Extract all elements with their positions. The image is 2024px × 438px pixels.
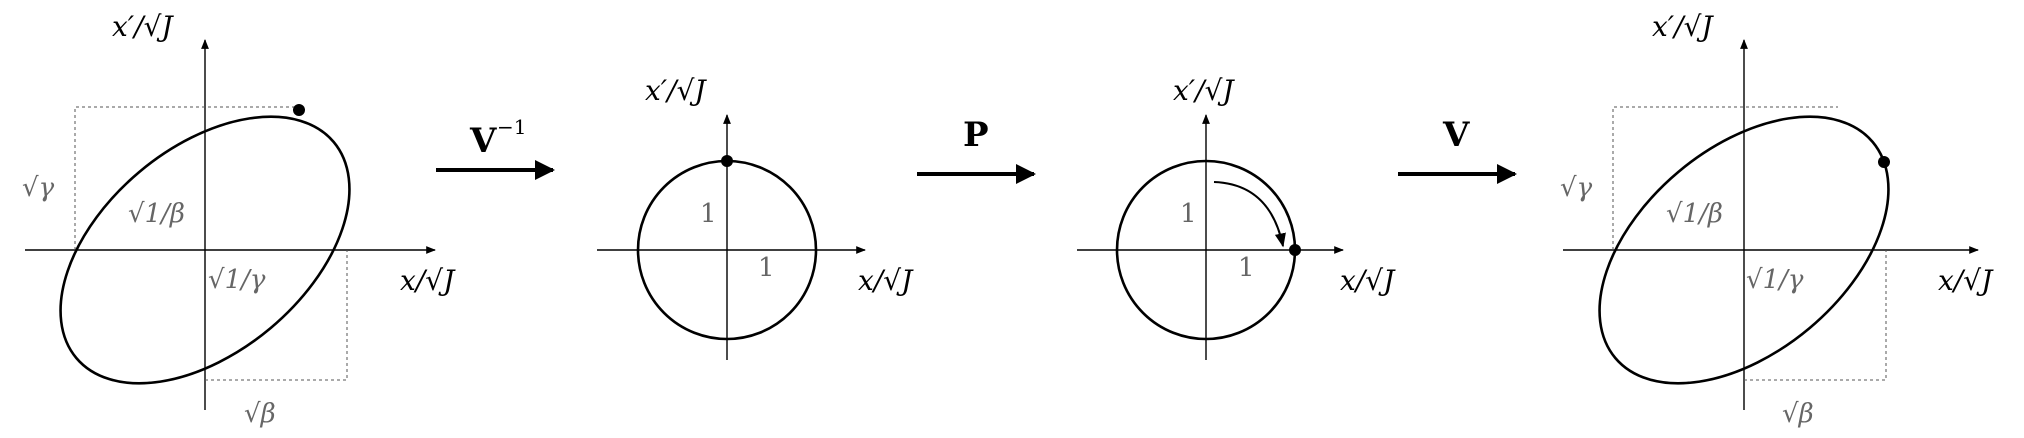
- x-axis-label: x/√J: [1938, 264, 1994, 297]
- sqrt-inv-gamma-label: √1/γ: [208, 265, 266, 295]
- sqrt-gamma-label: √γ: [22, 173, 55, 203]
- xprime-axis-label: x′/√J: [645, 74, 707, 107]
- v-inverse-superscript: −1: [497, 115, 526, 139]
- panel-circle-normalized: x′/√J x/√J 1 1: [597, 74, 914, 360]
- gamma-guide-box: [74, 106, 300, 250]
- x-axis-label: x/√J: [400, 264, 456, 297]
- sqrt-gamma-label: √γ: [1560, 173, 1593, 203]
- sqrt-beta-label: √β: [1782, 399, 1814, 429]
- p-label: P: [963, 115, 989, 155]
- v-inverse-label: V: [469, 121, 497, 161]
- xprime-axis-label: x′/√J: [1173, 74, 1235, 107]
- unit-label-y: 1: [1180, 199, 1197, 229]
- panel-circle-rotated: x′/√J x/√J 1 1: [1077, 74, 1396, 360]
- beta-guide-box: [205, 250, 348, 381]
- particle-point: [1878, 156, 1890, 168]
- beta-guide-box: [1744, 250, 1887, 381]
- unit-label-y: 1: [700, 199, 717, 229]
- sqrt-inv-beta-label: √1/β: [128, 199, 185, 229]
- x-axis-label: x/√J: [858, 264, 914, 297]
- panel-ellipse-right: x′/√J x/√J √γ √1/β √1/γ √β: [1560, 10, 1994, 429]
- xprime-axis-label: x′/√J: [1652, 10, 1714, 43]
- operator-v-inverse: V −1: [436, 115, 555, 180]
- particle-point: [1289, 244, 1301, 256]
- sqrt-inv-beta-label: √1/β: [1666, 199, 1723, 229]
- operator-v: V: [1398, 115, 1517, 184]
- particle-point: [293, 104, 305, 116]
- sqrt-beta-label: √β: [244, 399, 276, 429]
- panel-ellipse-left: x′/√J x/√J √γ √1/β √1/γ √β: [22, 10, 456, 429]
- particle-point: [721, 155, 733, 167]
- gamma-guide-box: [1612, 106, 1838, 250]
- unit-label-x: 1: [758, 253, 775, 283]
- v-label: V: [1442, 115, 1470, 155]
- unit-label-x: 1: [1238, 253, 1255, 283]
- sqrt-inv-gamma-label: √1/γ: [1746, 265, 1804, 295]
- phase-ellipse: [1598, 115, 1890, 385]
- operator-p: P: [917, 115, 1036, 184]
- x-axis-label: x/√J: [1340, 264, 1396, 297]
- rotation-arrow: [1213, 181, 1286, 248]
- phase-ellipse: [59, 115, 351, 385]
- xprime-axis-label: x′/√J: [112, 10, 174, 43]
